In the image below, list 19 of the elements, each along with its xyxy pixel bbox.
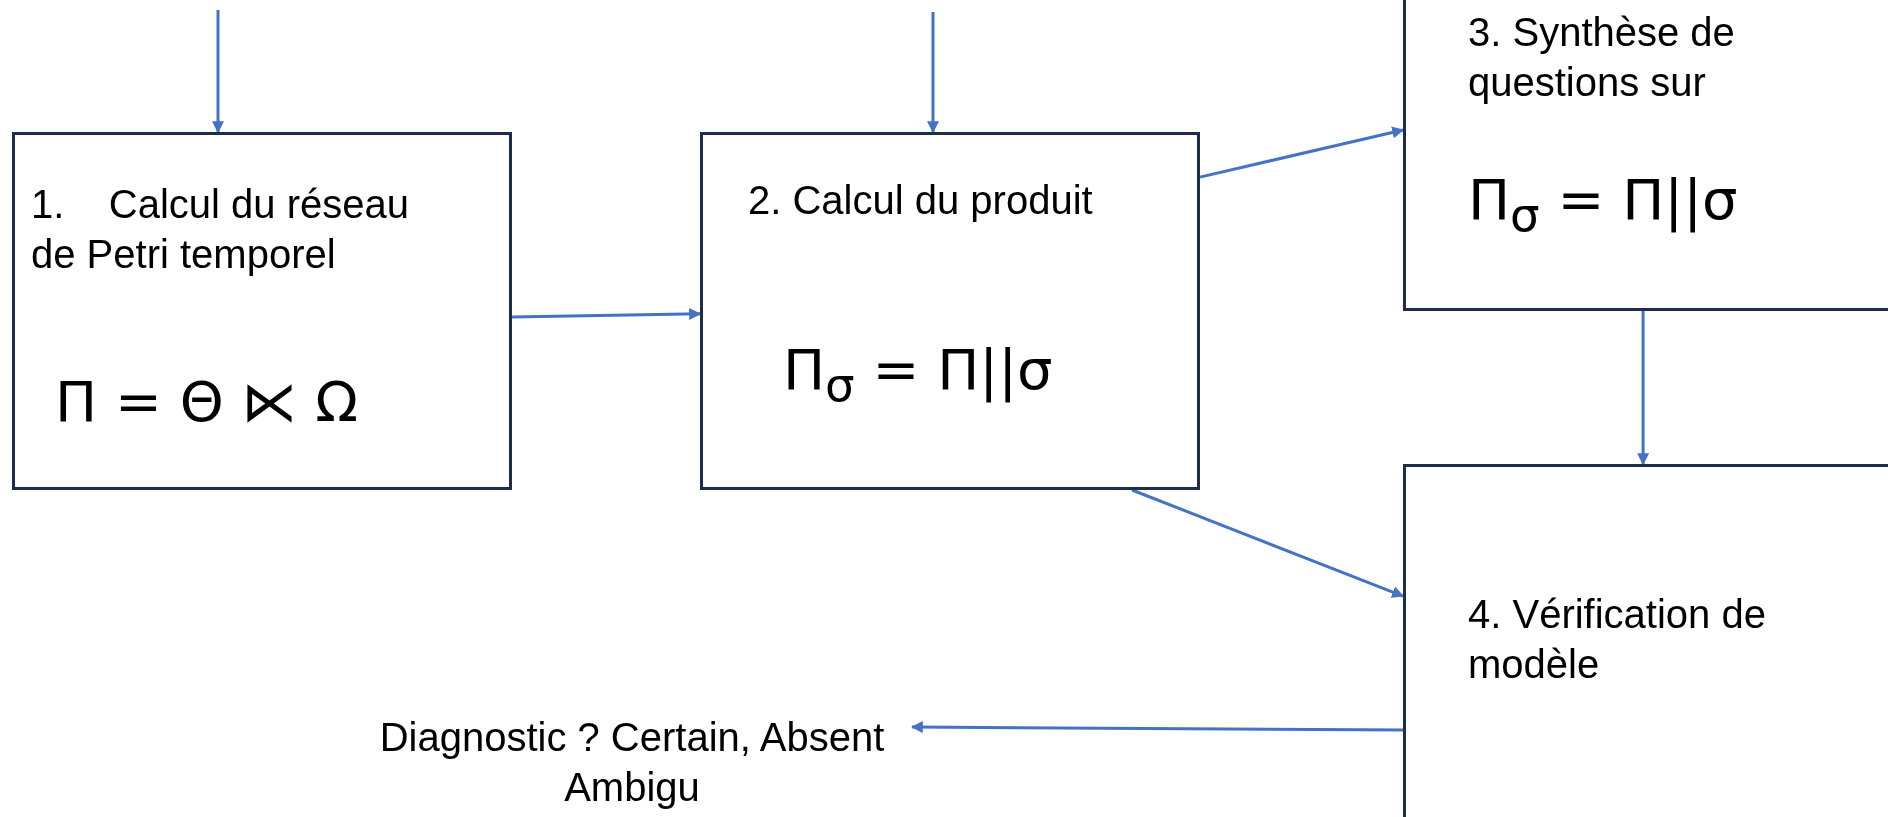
arrow <box>927 12 939 134</box>
step-label: 1. Calcul du réseau de Petri temporel <box>31 181 410 278</box>
formula: Π$_{σ}$ = Π||σ <box>783 336 1053 415</box>
step-label: 2. Calcul du produit <box>748 177 1094 224</box>
arrow <box>1637 311 1650 466</box>
process-box <box>12 132 512 490</box>
step-label: Diagnostic ? Certain, Absent Ambigu <box>378 714 886 811</box>
arrow <box>1131 488 1405 598</box>
process-box <box>1403 464 1888 817</box>
process-box <box>1403 0 1888 311</box>
step-label: 4. Vérification de modèle <box>1468 591 1767 688</box>
arrow <box>212 10 224 134</box>
step-label: 3. Synthèse de questions sur <box>1468 9 1736 106</box>
formula: Π = Θ ⋉ Ω <box>55 368 359 436</box>
process-box <box>700 132 1200 490</box>
arrow <box>511 308 702 321</box>
formula: Π$_{σ}$ = Π||σ <box>1468 166 1738 245</box>
arrow <box>910 721 1403 734</box>
arrow <box>1199 126 1405 179</box>
